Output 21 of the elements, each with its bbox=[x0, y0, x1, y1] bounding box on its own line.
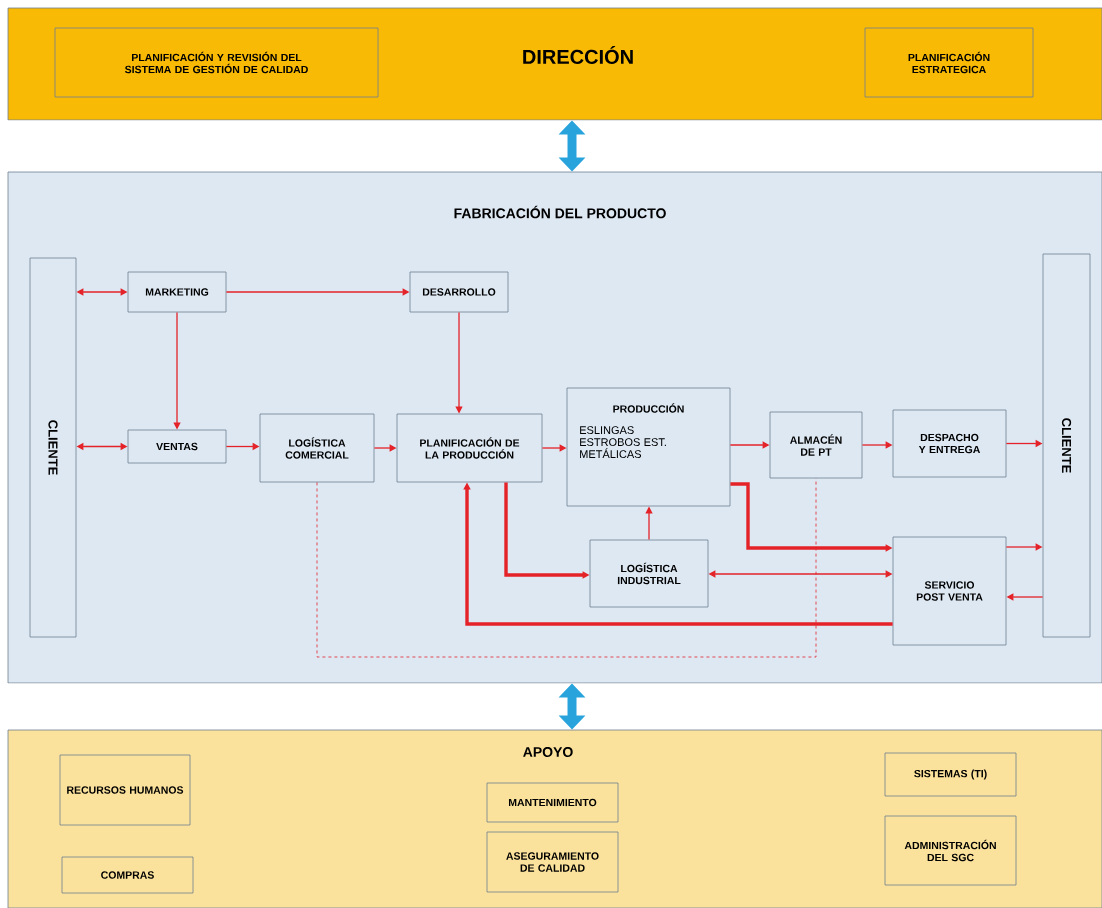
client-bar: CLIENTE bbox=[29, 257, 77, 638]
process-box: PLANIFICACIÓN ESTRATEGICA bbox=[864, 27, 1034, 98]
process-box: SISTEMAS (TI) bbox=[884, 752, 1017, 797]
process-box: PRODUCCIÓN ESLINGAS ESTROBOS EST. METÁLICAS bbox=[566, 387, 731, 507]
process-box: ALMACÉN DE PT bbox=[769, 411, 863, 479]
client-bar: CLIENTE bbox=[1042, 253, 1091, 638]
process-box: RECURSOS HUMANOS bbox=[59, 754, 191, 826]
process-box: COMPRAS bbox=[61, 856, 194, 894]
process-box: DESARROLLO bbox=[409, 271, 509, 313]
process-box: MANTENIMIENTO bbox=[486, 782, 619, 823]
connector-line bbox=[316, 478, 817, 658]
process-box: LOGÍSTICA INDUSTRIAL bbox=[589, 539, 709, 608]
process-box: PLANIFICACIÓN DE LA PRODUCCIÓN bbox=[396, 413, 543, 483]
process-box: ASEGURAMIENTO DE CALIDAD bbox=[486, 831, 619, 893]
process-box: VENTAS bbox=[127, 429, 227, 464]
process-box: ADMINISTRACIÓN DEL SGC bbox=[884, 815, 1017, 886]
process-box: DESPACHO Y ENTREGA bbox=[892, 409, 1007, 478]
process-box: PLANIFICACIÓN Y REVISIÓN DEL SISTEMA DE GESTIÓN DE CALIDAD bbox=[54, 27, 379, 98]
process-box: LOGÍSTICA COMERCIAL bbox=[259, 413, 375, 483]
process-box: SERVICIO POST VENTA bbox=[892, 536, 1007, 646]
process-box: MARKETING bbox=[127, 271, 227, 313]
